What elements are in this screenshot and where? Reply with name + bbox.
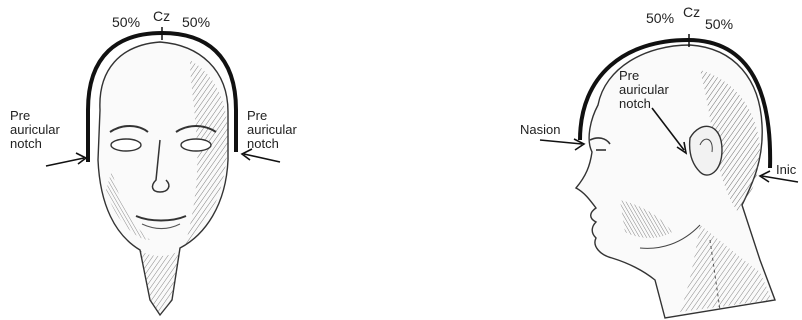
front-pct-right: 50%: [182, 14, 210, 30]
side-cz-label: Cz: [683, 4, 700, 20]
front-preauricular-left-line2: auricular: [10, 122, 61, 137]
front-preauricular-right-line3: notch: [247, 136, 279, 151]
front-face-illustration: [97, 41, 229, 317]
side-measurement-arc: [578, 37, 773, 169]
side-ear: [688, 125, 723, 176]
front-preauricular-right-line2: auricular: [247, 122, 298, 137]
nasion-arrow: [539, 139, 583, 145]
left-eye: [110, 138, 142, 152]
side-preauricular-line2: auricular: [619, 82, 670, 97]
front-preauricular-left-line3: notch: [10, 136, 42, 151]
side-head-illustration: [574, 44, 776, 319]
front-left-arrow: [45, 157, 85, 167]
side-pct-right: 50%: [705, 16, 733, 32]
nasion-label: Nasion: [520, 122, 560, 137]
front-preauricular-right-line1: Pre: [247, 108, 267, 123]
inion-arrow: [761, 175, 799, 183]
side-view: 50% Cz 50% Pre auricular notch Nasion In…: [520, 4, 799, 319]
front-right-arrow: [243, 153, 281, 163]
side-pct-left: 50%: [646, 10, 674, 26]
front-cz-label: Cz: [153, 8, 170, 24]
front-pct-left: 50%: [112, 14, 140, 30]
right-eye: [180, 138, 212, 152]
front-view: 50% Cz 50% Pre auricular notch Pre auric…: [10, 8, 298, 317]
front-preauricular-left-line1: Pre: [10, 108, 30, 123]
inion-label: Inic: [776, 162, 797, 177]
side-preauricular-line3: notch: [619, 96, 651, 111]
side-preauricular-line1: Pre: [619, 68, 639, 83]
side-preauricular-arrow: [651, 107, 685, 151]
